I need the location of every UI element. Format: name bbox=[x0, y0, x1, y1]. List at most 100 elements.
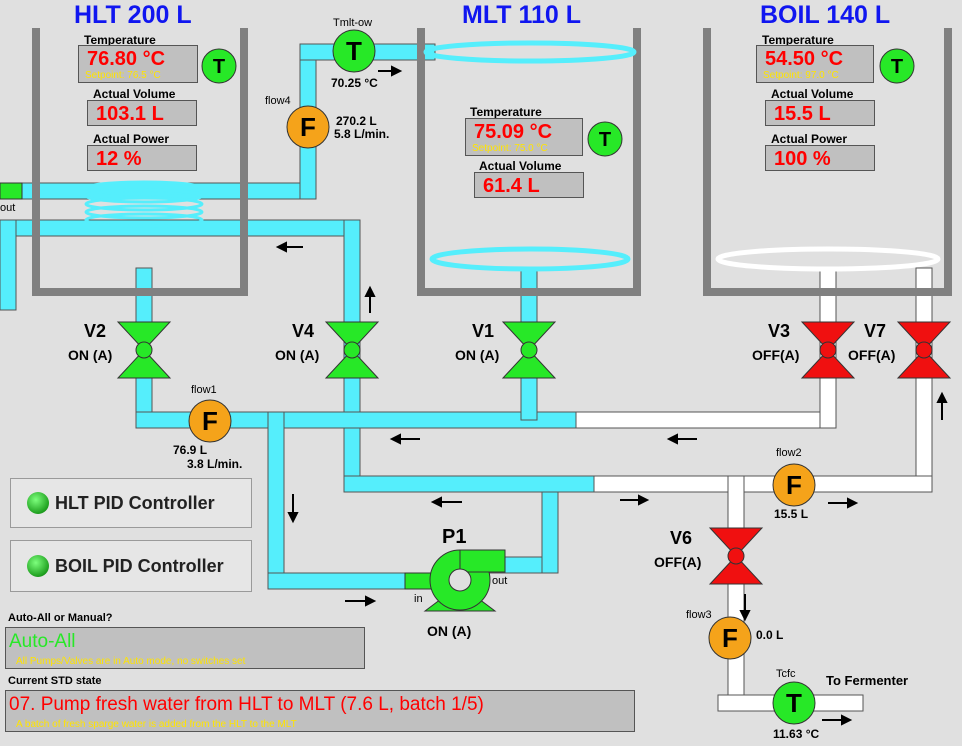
boil-volume-display: 15.5 L bbox=[765, 100, 875, 126]
boil-temp-display: 54.50 °C Setpoint: 97.0 °C bbox=[756, 45, 874, 83]
v6-name: V6 bbox=[670, 528, 693, 548]
hlt-temp-value: 76.80 °C bbox=[87, 48, 166, 70]
flow2-volume: 15.5 L bbox=[774, 507, 809, 521]
v7-vertical-pipe bbox=[915, 267, 933, 493]
svg-text:T: T bbox=[891, 56, 903, 78]
boil-power-label: Actual Power bbox=[771, 132, 848, 146]
svg-text:T: T bbox=[213, 56, 225, 78]
hlt-outlet-pipe bbox=[135, 267, 153, 329]
pump-p1[interactable] bbox=[404, 549, 506, 612]
flow1-sensor-icon: F bbox=[188, 399, 232, 443]
arrow-right-icon bbox=[828, 497, 859, 509]
valves bbox=[116, 321, 952, 585]
hlt-temp-display: 76.80 °C Setpoint: 76.5 °C bbox=[78, 45, 198, 83]
boil-volume-label: Actual Volume bbox=[771, 87, 854, 101]
arrow-up-icon bbox=[936, 391, 948, 420]
mlt-volume-label: Actual Volume bbox=[479, 159, 562, 173]
std-label: Current STD state bbox=[8, 675, 102, 687]
to-fermenter-label: To Fermenter bbox=[826, 673, 909, 688]
arrow-left-icon bbox=[666, 433, 697, 445]
v7-name: V7 bbox=[864, 321, 887, 341]
hlt-pid-button[interactable]: HLT PID Controller bbox=[10, 478, 252, 528]
flow1-volume: 76.9 L bbox=[173, 443, 208, 457]
flow4-volume: 270.2 L bbox=[336, 114, 377, 128]
hlt-coil-pipe-bottom bbox=[0, 219, 361, 237]
hlt-pid-label: HLT PID Controller bbox=[55, 492, 215, 513]
sensors: T F F F F T T T T bbox=[188, 29, 915, 725]
mlt-volume-value: 61.4 L bbox=[483, 175, 540, 197]
arrow-right-icon bbox=[345, 595, 377, 607]
v1-valve-icon[interactable] bbox=[501, 321, 557, 379]
arrow-up-icon bbox=[364, 285, 376, 313]
flow3-sensor-icon: F bbox=[708, 616, 752, 660]
std-panel: 07. Pump fresh water from HLT to MLT (7.… bbox=[5, 690, 635, 732]
flow2-horizontal-pipe bbox=[593, 475, 933, 493]
svg-text:F: F bbox=[786, 470, 802, 500]
arrow-right-icon bbox=[378, 65, 403, 77]
hlt-volume-display: 103.1 L bbox=[87, 100, 197, 126]
v1-state: ON (A) bbox=[455, 347, 500, 363]
svg-text:F: F bbox=[202, 406, 218, 436]
arrow-left-icon bbox=[430, 496, 462, 508]
boil-ring bbox=[715, 246, 941, 272]
flow4-rate: 5.8 L/min. bbox=[334, 127, 390, 141]
tcfc-value: 11.63 °C bbox=[773, 727, 820, 741]
std-description: A batch of fresh sparge water is added f… bbox=[16, 719, 297, 730]
boil-pid-button[interactable]: BOIL PID Controller bbox=[10, 540, 252, 592]
flow2-sensor-icon: F bbox=[772, 463, 816, 507]
boil-temp-value: 54.50 °C bbox=[765, 48, 844, 70]
hlt-heating-coil bbox=[84, 180, 204, 228]
v6-state: OFF(A) bbox=[654, 554, 702, 570]
v3-valve-icon[interactable] bbox=[800, 321, 856, 379]
mlt-wall-right bbox=[633, 28, 641, 296]
flow1-name: flow1 bbox=[191, 384, 217, 396]
v4-state: ON (A) bbox=[275, 347, 320, 363]
svg-text:F: F bbox=[300, 112, 316, 142]
v4-valve-icon[interactable] bbox=[324, 321, 380, 379]
mode-value: Auto-All bbox=[9, 631, 76, 652]
v4-name: V4 bbox=[292, 321, 315, 341]
hlt-power-display: 12 % bbox=[87, 145, 197, 171]
boil-wall-left bbox=[703, 28, 711, 296]
v1-down-pipe bbox=[520, 374, 538, 421]
mode-panel[interactable]: Auto-All All Pumps/Valves are in Auto mo… bbox=[5, 627, 365, 669]
v2-valve-icon[interactable] bbox=[116, 321, 172, 379]
tmlt-out-sensor-icon: T bbox=[332, 29, 376, 73]
arrow-down-icon bbox=[287, 494, 299, 524]
tmlt-out-name: Tmlt-ow bbox=[333, 17, 373, 29]
flow-arrows bbox=[275, 65, 948, 726]
boil-pid-status-icon bbox=[27, 555, 49, 577]
hlt-wall-left bbox=[32, 28, 40, 296]
pump-suction-horizontal bbox=[267, 572, 414, 590]
mlt-return-ring bbox=[429, 246, 631, 272]
v7-state: OFF(A) bbox=[848, 347, 896, 363]
boil-wall-right bbox=[944, 28, 952, 296]
boil-volume-value: 15.5 L bbox=[774, 103, 831, 125]
flow1-rate: 3.8 L/min. bbox=[187, 457, 243, 471]
tmlt-out-value: 70.25 °C bbox=[331, 76, 378, 90]
v7-valve-icon[interactable] bbox=[896, 321, 952, 379]
flow4-sensor-icon: F bbox=[286, 105, 330, 149]
boil-power-value: 100 % bbox=[774, 148, 831, 170]
svg-text:T: T bbox=[786, 688, 802, 718]
mlt-t-sensor-icon: T bbox=[587, 121, 623, 157]
arrow-right-icon bbox=[620, 494, 650, 506]
hlt-t-sensor-icon: T bbox=[201, 48, 237, 84]
hlt-out-label: out bbox=[0, 202, 16, 214]
hlt-setpoint: Setpoint: 76.5 °C bbox=[85, 70, 161, 81]
mlt-setpoint: Setpoint: 75.0 °C bbox=[472, 143, 548, 154]
hlt-left-pipe bbox=[0, 219, 17, 311]
svg-text:F: F bbox=[722, 623, 738, 653]
mlt-sparge-ring bbox=[423, 40, 637, 64]
hlt-volume-value: 103.1 L bbox=[96, 103, 164, 125]
hlt-temp-label: Temperature bbox=[84, 33, 156, 47]
v6-valve-icon[interactable] bbox=[708, 527, 764, 585]
pump-name: P1 bbox=[442, 526, 467, 548]
mlt-temp-value: 75.09 °C bbox=[474, 121, 553, 143]
pump-state: ON (A) bbox=[427, 623, 472, 639]
arrow-left-icon bbox=[389, 433, 420, 445]
hlt-pid-status-icon bbox=[27, 492, 49, 514]
boil-setpoint: Setpoint: 97.0 °C bbox=[763, 70, 839, 81]
boil-title: BOIL 140 L bbox=[760, 1, 891, 29]
